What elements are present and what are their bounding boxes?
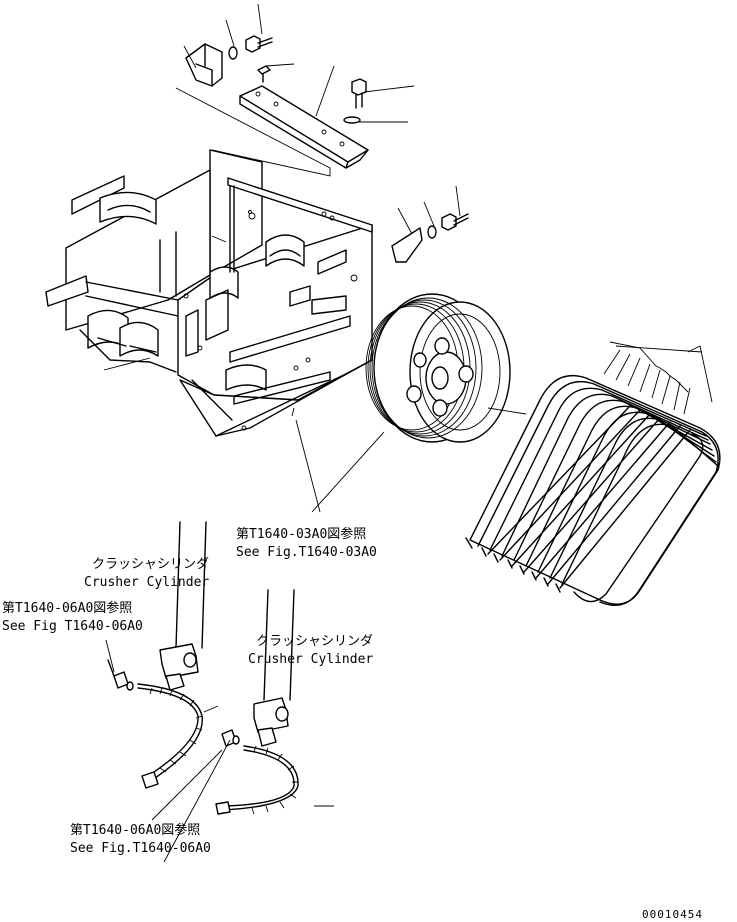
ref-left-en: See Fig T1640-06A0 xyxy=(2,619,143,634)
top-bracket-part xyxy=(185,43,223,87)
right-bolt xyxy=(441,213,469,231)
ref-bottom-jp: 第T1640-06A0図参照 xyxy=(70,822,200,838)
top-bolt xyxy=(245,35,273,53)
pulley xyxy=(365,293,511,443)
cylinder-right-en: Crusher Cylinder xyxy=(248,652,373,667)
vertical-bolt xyxy=(351,78,367,109)
hose-right xyxy=(215,745,299,815)
v-belt-set xyxy=(465,374,721,606)
ref-left-jp: 第T1640-06A0図参照 xyxy=(2,600,132,616)
crusher-cylinder-right xyxy=(253,589,295,747)
cylinder-left-en: Crusher Cylinder xyxy=(84,575,209,590)
rail-washer xyxy=(343,116,361,124)
leader-lines xyxy=(103,3,713,863)
crusher-cylinder-left xyxy=(159,521,207,691)
hose-left xyxy=(137,683,203,789)
right-washer xyxy=(427,225,437,239)
crusher-frame xyxy=(45,149,373,437)
ref-pulley-jp: 第T1640-03A0図参照 xyxy=(236,526,366,542)
ref-bottom-en: See Fig.T1640-06A0 xyxy=(70,841,211,856)
cylinder-right-jp: クラッシャシリンダ xyxy=(256,634,373,649)
hose-left-fitting xyxy=(107,659,134,691)
small-screw xyxy=(257,65,271,83)
ref-pulley-en: See Fig.T1640-03A0 xyxy=(236,545,377,560)
cylinder-left-jp: クラッシャシリンダ xyxy=(92,557,209,572)
right-bracket-part xyxy=(391,227,423,263)
hose-right-fitting xyxy=(221,729,240,747)
drawing-number: 00010454 xyxy=(642,908,703,921)
top-washer xyxy=(228,46,238,60)
rail-bracket-part xyxy=(239,85,369,169)
